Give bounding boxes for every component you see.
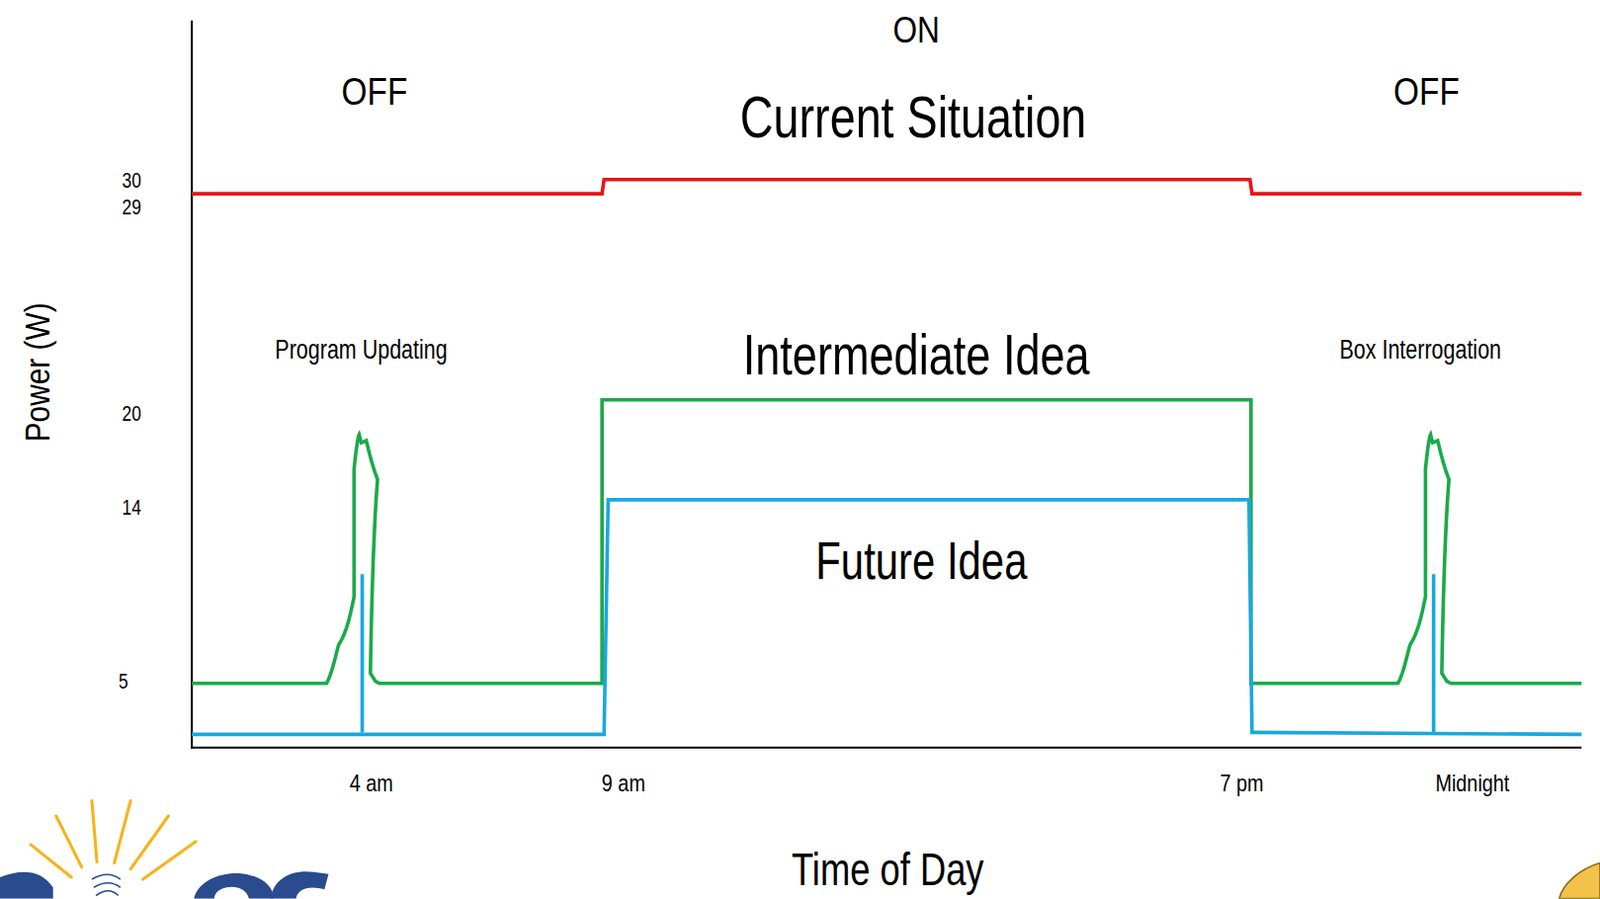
logo-left bbox=[0, 801, 329, 899]
tick-label: 9 am bbox=[601, 771, 646, 797]
series-label: Future Idea bbox=[815, 534, 1027, 589]
series-label: Current Situation bbox=[740, 87, 1088, 148]
event-label: Program Updating bbox=[274, 336, 447, 364]
axis-title: Power (W) bbox=[19, 302, 55, 442]
state-label: OFF bbox=[1393, 72, 1460, 111]
tick-label: 20 bbox=[121, 402, 141, 424]
y-axis bbox=[190, 20, 193, 750]
current-line bbox=[191, 179, 1582, 194]
tick-label: 14 bbox=[121, 496, 141, 518]
tick-label: 30 bbox=[121, 169, 141, 192]
event-label: Box Interrogation bbox=[1339, 336, 1502, 364]
tick-label: 7 pm bbox=[1220, 771, 1264, 797]
tick-label: 29 bbox=[121, 196, 141, 219]
x-axis bbox=[190, 747, 1582, 750]
tick-label: 4 am bbox=[349, 771, 394, 797]
tick-label: 5 bbox=[118, 671, 129, 693]
state-label: ON bbox=[892, 11, 939, 49]
intermediate-line bbox=[191, 400, 1582, 684]
state-label: OFF bbox=[341, 72, 409, 111]
tick-label: Midnight bbox=[1434, 771, 1510, 797]
logo-right bbox=[1559, 862, 1600, 899]
axis-title: Time of Day bbox=[791, 847, 985, 893]
future-line bbox=[191, 500, 1582, 735]
series-label: Intermediate Idea bbox=[743, 326, 1091, 384]
